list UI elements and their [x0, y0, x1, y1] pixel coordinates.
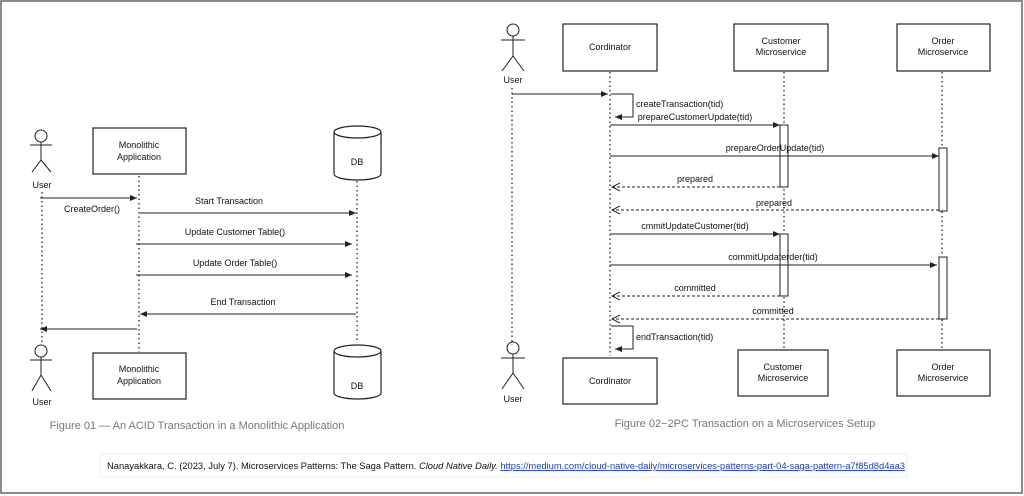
order-label: Microservice: [918, 47, 969, 57]
message-label: CreateOrder(): [64, 204, 120, 214]
customer-label: Customer: [763, 362, 802, 372]
order-microservice-box: [896, 23, 991, 72]
monolithic-app-box: [92, 127, 187, 175]
customer-microservice-box: [733, 23, 829, 72]
monolithic-app-box: [92, 352, 187, 400]
message-label: Start Transaction: [195, 196, 263, 206]
coordinator-box: [562, 357, 658, 405]
user-actor-icon: [30, 344, 52, 392]
message-label: commitUpdaterder(tid): [728, 252, 818, 262]
message-label: committed: [752, 306, 794, 316]
message-label: End Transaction: [210, 297, 275, 307]
message-label: prepareOrderUpdate(tid): [726, 143, 825, 153]
customer-label: Customer: [761, 36, 800, 46]
self-call-arrow: [611, 325, 634, 352]
user-actor-icon: [501, 23, 525, 72]
mono-label: Monolithic: [119, 140, 160, 150]
coordinator-label: Cordinator: [589, 42, 631, 52]
order-microservice-box: [896, 349, 991, 397]
user-actor-icon: [30, 129, 52, 173]
user-label: User: [32, 397, 51, 407]
figure-1-caption: Figure 01 — An ACID Transaction in a Mon…: [50, 420, 345, 432]
message-label: createTransaction(tid): [636, 99, 723, 109]
figure-2-caption: Figure 02−2PC Transaction on a Microserv…: [615, 418, 876, 430]
message-label: committed: [674, 283, 716, 293]
citation-journal: Cloud Native Daily.: [419, 461, 498, 471]
order-label: Order: [931, 362, 954, 372]
figure-2: User Cordinator Customer Microservice Or…: [501, 23, 991, 430]
mono-label: Application: [117, 152, 161, 162]
message-label: prepared: [756, 198, 792, 208]
citation: Nanayakkara, C. (2023, July 7). Microser…: [99, 453, 908, 478]
message-label: Update Customer Table(): [185, 227, 285, 237]
citation-box: [99, 453, 908, 478]
db-cylinder-icon: [333, 125, 382, 181]
db-label: DB: [351, 381, 364, 391]
activation-bar: [938, 147, 948, 212]
customer-label: Microservice: [756, 47, 807, 57]
coordinator-label: Cordinator: [589, 376, 631, 386]
message-label: prepared: [677, 174, 713, 184]
citation-authors: Nanayakkara, C. (2023, July 7). Microser…: [107, 461, 419, 471]
citation-link[interactable]: https://medium.com/cloud-native-daily/mi…: [500, 461, 905, 471]
order-label: Microservice: [918, 373, 969, 383]
message-label: prepareCustomerUpdate(tid): [638, 112, 753, 122]
db-cylinder-icon: [333, 344, 382, 400]
citation-text: Nanayakkara, C. (2023, July 7). Microser…: [107, 461, 905, 471]
user-label: User: [503, 75, 522, 85]
order-label: Order: [931, 36, 954, 46]
activation-bar: [938, 256, 948, 320]
customer-label: Microservice: [758, 373, 809, 383]
message-label: Update Order Table(): [193, 258, 277, 268]
customer-microservice-box: [737, 349, 829, 397]
user-label: User: [32, 180, 51, 190]
message-label: cmmitUpdateCustomer(tid): [641, 221, 749, 231]
mono-label: Application: [117, 376, 161, 386]
coordinator-box: [562, 23, 658, 72]
figure-1: User Monolithic Application DB CreateOrd…: [30, 125, 382, 432]
user-label: User: [503, 394, 522, 404]
db-label: DB: [351, 157, 364, 167]
mono-label: Monolithic: [119, 364, 160, 374]
self-call-arrow: [611, 93, 634, 120]
user-actor-icon: [501, 341, 525, 390]
message-label: endTransaction(tid): [636, 332, 713, 342]
